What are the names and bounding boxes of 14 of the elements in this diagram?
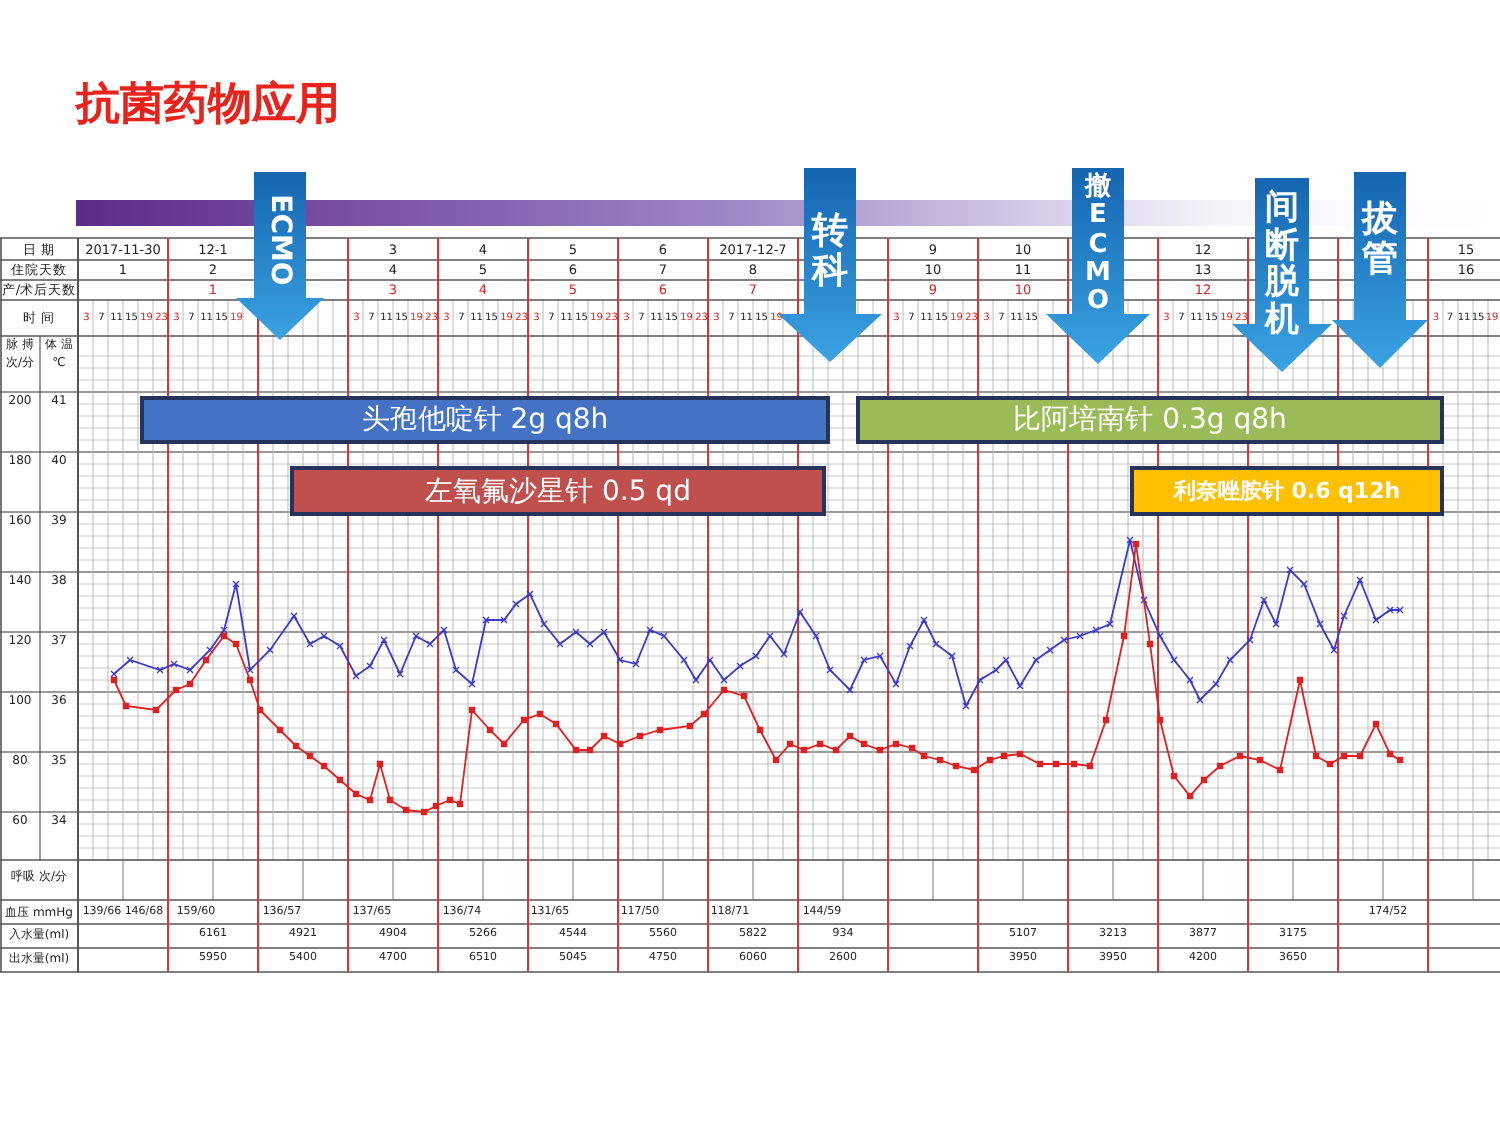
drug-label: 头孢他啶针 2g q8h: [361, 402, 609, 438]
drug-label: 比阿培南针 0.3g q8h: [1013, 402, 1287, 438]
arrow-label: 间断脱机: [1265, 190, 1299, 340]
medication-bar: [856, 396, 1444, 444]
arrow-label: 拔管: [1362, 200, 1398, 280]
arrow-label: 转科: [812, 212, 848, 292]
page-title: 抗菌药物应用: [76, 80, 340, 133]
arrow-label: ECMO: [266, 194, 294, 286]
medication-bar: [140, 396, 830, 444]
medication-bar: [1130, 466, 1444, 516]
arrow-label: 撤ECMO: [1085, 174, 1111, 317]
drug-label: 左氧氟沙星针 0.5 qd: [425, 473, 691, 509]
medication-bar: [290, 466, 826, 516]
drug-label: 利奈唑胺针 0.6 q12h: [1173, 476, 1401, 506]
